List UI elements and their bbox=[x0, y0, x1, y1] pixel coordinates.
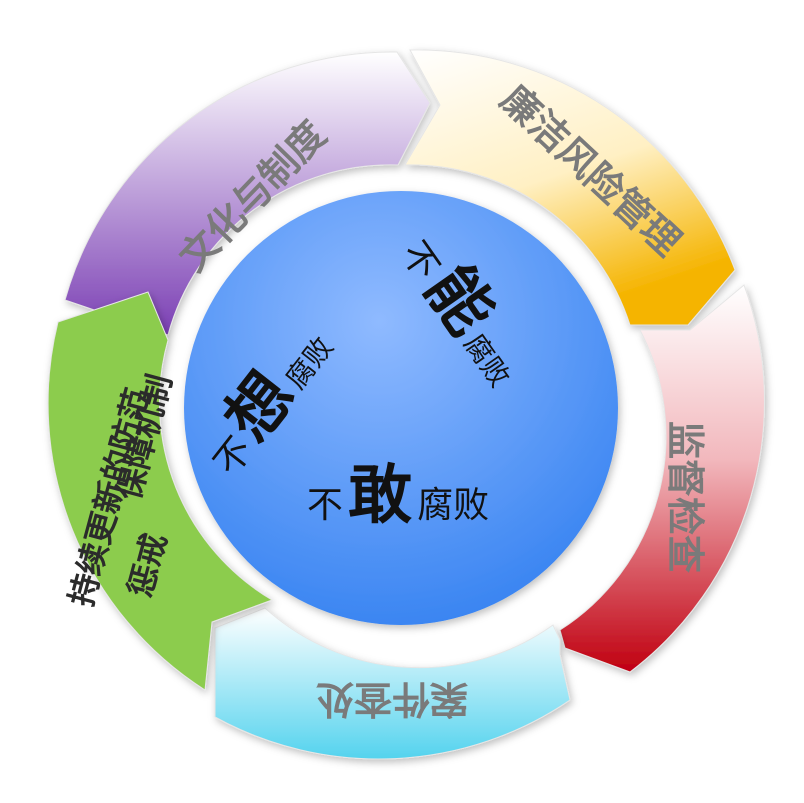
segment-mechanism bbox=[47, 291, 274, 691]
segment-case bbox=[214, 607, 571, 760]
segment-supervision bbox=[559, 284, 765, 673]
core-item-3-post: 腐败 bbox=[417, 485, 489, 526]
segment-risk bbox=[404, 49, 736, 326]
segment-label-supervision: 监督检查 bbox=[663, 421, 707, 573]
core-circle bbox=[184, 191, 618, 625]
svg-text:不 敢 腐败: 不 敢 腐败 bbox=[307, 459, 489, 533]
core-item-3-big: 敢 bbox=[348, 459, 412, 533]
segment-label-case: 案件查处 bbox=[316, 677, 468, 721]
core-item-3-pre: 不 bbox=[307, 485, 343, 526]
segment-culture bbox=[64, 51, 431, 336]
